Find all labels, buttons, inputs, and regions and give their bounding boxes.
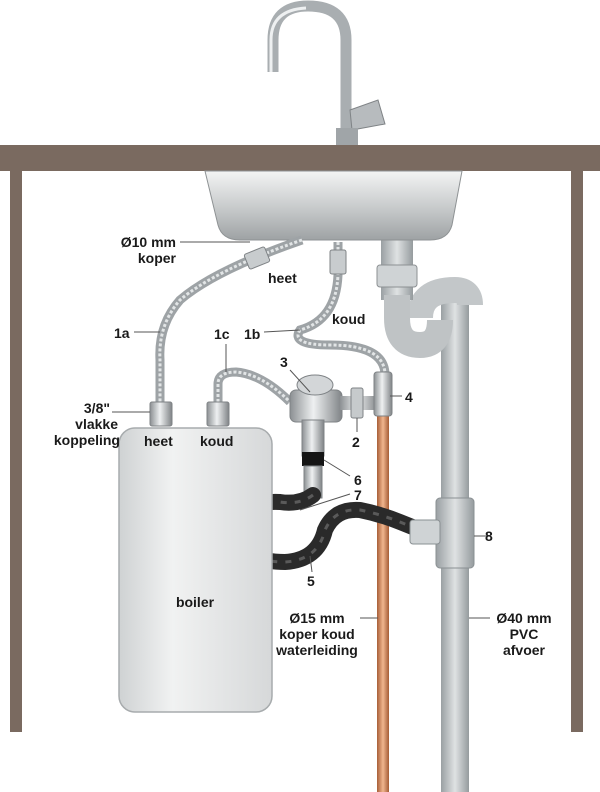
- label-1a: 1a: [114, 325, 130, 341]
- label-cold-line2: koper koud: [279, 626, 355, 642]
- boiler-hot-nut: [149, 401, 173, 427]
- label-pvc-line2: PVC: [509, 626, 539, 642]
- label-coupling-line3: koppeling: [53, 432, 120, 448]
- label-5: 5: [307, 573, 315, 589]
- label-7: 7: [354, 487, 362, 503]
- faucet-handle: [349, 99, 386, 131]
- boiler-cold-nut: [206, 401, 230, 427]
- counter-top: [0, 145, 600, 171]
- boiler-tank: [118, 427, 273, 713]
- sink-drain-nut: [376, 264, 418, 288]
- cabinet-left-leg: [10, 170, 22, 732]
- drain-tee-8-branch: [409, 519, 441, 545]
- pvc-drain-arch: [407, 276, 483, 320]
- valve-outlet: [301, 419, 325, 457]
- label-boiler: boiler: [175, 594, 215, 610]
- cabinet-right-leg: [571, 170, 583, 732]
- leader-5: [309, 555, 313, 573]
- label-1b: 1b: [244, 326, 261, 342]
- label-copper-word: koper: [137, 250, 176, 266]
- label-3: 3: [280, 354, 288, 370]
- hose-1a-hot: [155, 235, 304, 402]
- label-cold-line3: waterleiding: [276, 642, 358, 658]
- hose-1c-shine: [216, 370, 292, 404]
- label-1c: 1c: [214, 326, 230, 342]
- label-heet-top: heet: [268, 270, 297, 286]
- copper-cold-pipe: [377, 378, 389, 792]
- label-8: 8: [485, 528, 493, 544]
- leader-1b: [263, 329, 301, 333]
- funnel-collar-6: [302, 452, 324, 466]
- drain-tee-8: [435, 497, 475, 569]
- faucet-spout: [267, 0, 352, 142]
- stop-valve-2: [350, 387, 364, 419]
- drain-hose-highlight: [238, 493, 421, 564]
- label-coupling-line2: vlakke: [75, 416, 118, 432]
- hose-1b-shine: [296, 242, 387, 376]
- siphon-u-bend: [384, 295, 453, 359]
- leader-lines: [112, 241, 490, 619]
- label-heet-boiler: heet: [144, 433, 173, 449]
- sink-basin: [204, 170, 463, 241]
- label-cold-line1: Ø15 mm: [289, 610, 345, 626]
- cold-hose-nut-top: [329, 249, 347, 275]
- leader-3: [289, 369, 311, 393]
- valve-cap-3: [296, 374, 334, 396]
- label-koud-boiler: koud: [200, 433, 234, 449]
- label-coupling-size: 3/8": [83, 400, 110, 416]
- tee-fitting-4: [373, 371, 393, 417]
- hot-hose-nut-top: [243, 246, 271, 270]
- label-4: 4: [405, 389, 413, 405]
- faucet-base: [336, 128, 358, 145]
- label-2: 2: [352, 434, 360, 450]
- label-copper-size: Ø10 mm: [120, 234, 176, 250]
- label-pvc-line1: Ø40 mm: [496, 610, 552, 626]
- label-koud-top: koud: [332, 311, 366, 327]
- leader-7: [299, 493, 351, 511]
- label-6: 6: [354, 472, 362, 488]
- leader-6: [323, 459, 351, 477]
- label-pvc-line3: afvoer: [502, 642, 546, 658]
- faucet-spout-shine: [269, 6, 307, 72]
